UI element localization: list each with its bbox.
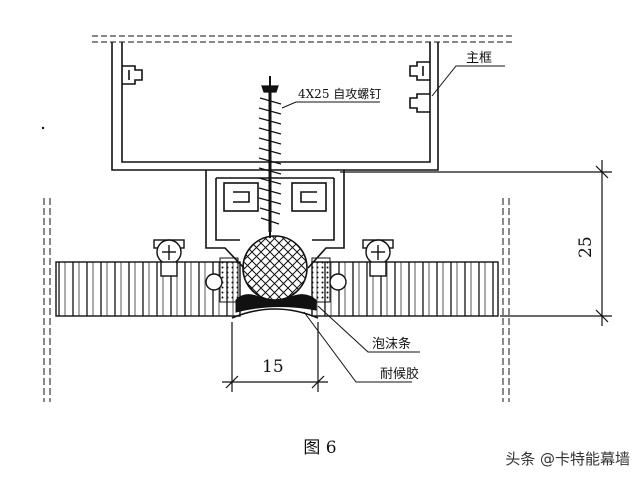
rubber-gaskets [219,257,331,303]
side-break-lines [43,198,510,402]
foam-backer-rod [242,235,308,301]
top-break-lines [92,35,512,43]
label-foam-strip: 泡沫条 [372,336,411,352]
stray-dot [41,126,45,130]
dimension-25 [340,160,612,326]
main-frame-profile [111,42,439,171]
label-sealant: 耐候胶 [380,366,419,382]
figure-caption: 图 6 [303,438,337,458]
bolt-right [329,239,394,291]
self-tapping-screw [258,76,282,238]
weather-sealant [231,294,319,319]
bolt-left [153,239,223,291]
dimension-label-25: 25 [576,236,596,258]
dimension-15 [222,322,328,392]
dimension-label-15: 15 [262,357,284,377]
watermark: 头条 @卡特能幕墙 [505,450,630,468]
label-main-frame: 主框 [466,51,492,66]
leader-lines [281,65,505,383]
label-screw: 4X25 自攻螺钉 [298,87,381,101]
